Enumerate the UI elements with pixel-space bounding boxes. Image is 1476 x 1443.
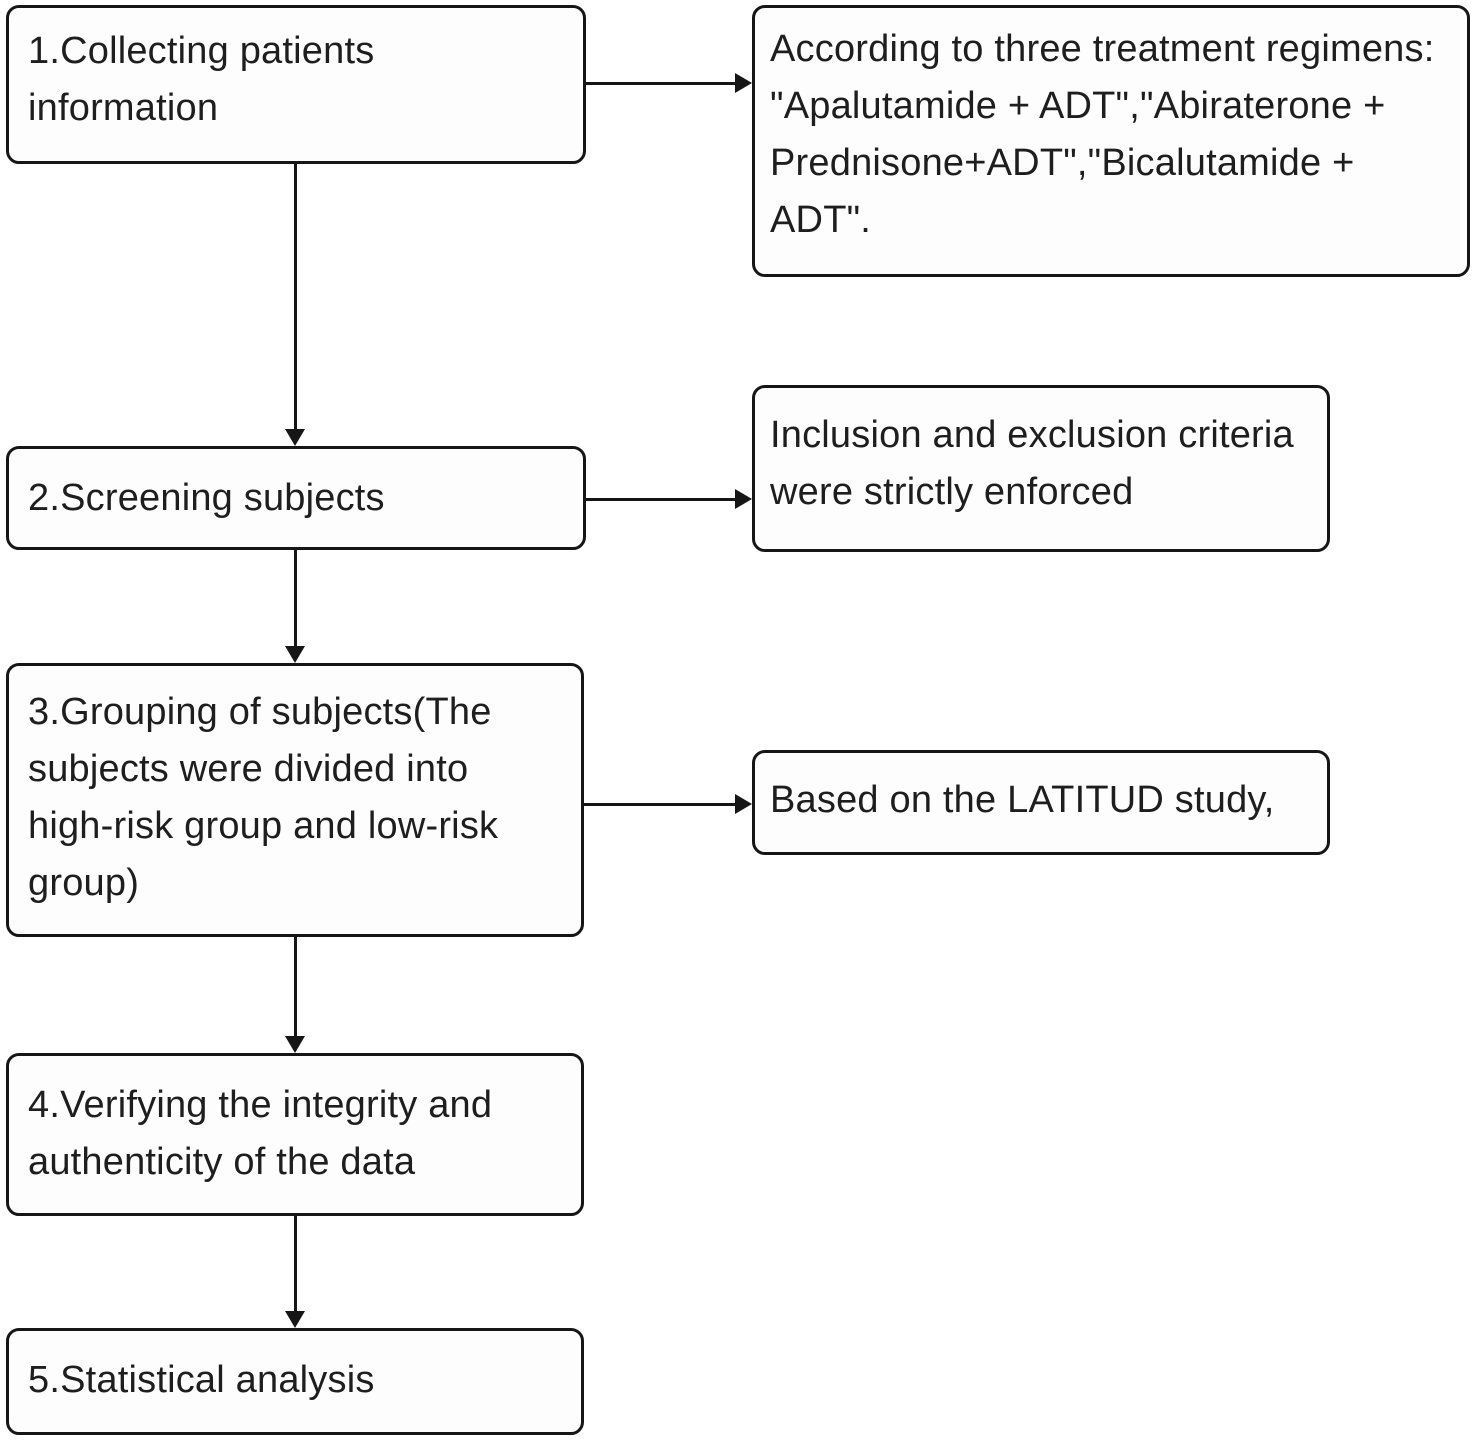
step-3-text-line: 3.Grouping of subjects(The <box>28 691 492 733</box>
note-2-text-line: were strictly enforced <box>770 471 1134 513</box>
connector-step1-step2 <box>294 164 297 431</box>
arrowhead-right-icon <box>735 73 752 93</box>
connector-step1-note1 <box>586 82 736 85</box>
note-1-text-line: According to three treatment regimens: <box>770 28 1435 70</box>
step-3-text-line: group) <box>28 862 140 904</box>
step-4-text-line: authenticity of the data <box>28 1141 416 1183</box>
arrowhead-right-icon <box>735 489 752 509</box>
note-1-text-line: Prednisone+ADT","Bicalutamide + <box>770 142 1355 184</box>
flow-box-step-1: 1.Collecting patients information <box>6 5 586 164</box>
step-2-text-line: 2.Screening subjects <box>28 477 385 519</box>
flow-box-step-3: 3.Grouping of subjects(The subjects were… <box>6 663 584 937</box>
flow-box-note-treatment-regimens: According to three treatment regimens: "… <box>752 5 1470 277</box>
arrowhead-down-icon <box>285 429 305 446</box>
flow-box-note-latitud: Based on the LATITUD study, <box>752 750 1330 855</box>
flow-box-note-criteria: Inclusion and exclusion criteria were st… <box>752 385 1330 552</box>
step-3-text-line: high-risk group and low-risk <box>28 805 499 847</box>
connector-step2-step3 <box>294 550 297 647</box>
arrowhead-down-icon <box>285 1311 305 1328</box>
connector-step3-step4 <box>294 937 297 1037</box>
flow-box-step-5: 5.Statistical analysis <box>6 1328 584 1435</box>
arrowhead-down-icon <box>285 1036 305 1053</box>
arrowhead-down-icon <box>285 646 305 663</box>
step-5-text-line: 5.Statistical analysis <box>28 1359 375 1401</box>
step-3-text-line: subjects were divided into <box>28 748 469 790</box>
connector-step2-note2 <box>586 498 736 501</box>
step-1-text-line: information <box>28 87 219 129</box>
arrowhead-right-icon <box>735 794 752 814</box>
note-1-text-line: ADT". <box>770 199 872 241</box>
flow-box-step-2: 2.Screening subjects <box>6 446 586 550</box>
note-1-text-line: "Apalutamide + ADT","Abiraterone + <box>770 85 1386 127</box>
step-4-text-line: 4.Verifying the integrity and <box>28 1084 493 1126</box>
connector-step3-note3 <box>584 803 736 806</box>
note-3-text-line: Based on the LATITUD study, <box>770 779 1275 821</box>
step-1-text-line: 1.Collecting patients <box>28 30 375 72</box>
flow-box-step-4: 4.Verifying the integrity and authentici… <box>6 1053 584 1216</box>
note-2-text-line: Inclusion and exclusion criteria <box>770 414 1294 456</box>
connector-step4-step5 <box>294 1216 297 1312</box>
